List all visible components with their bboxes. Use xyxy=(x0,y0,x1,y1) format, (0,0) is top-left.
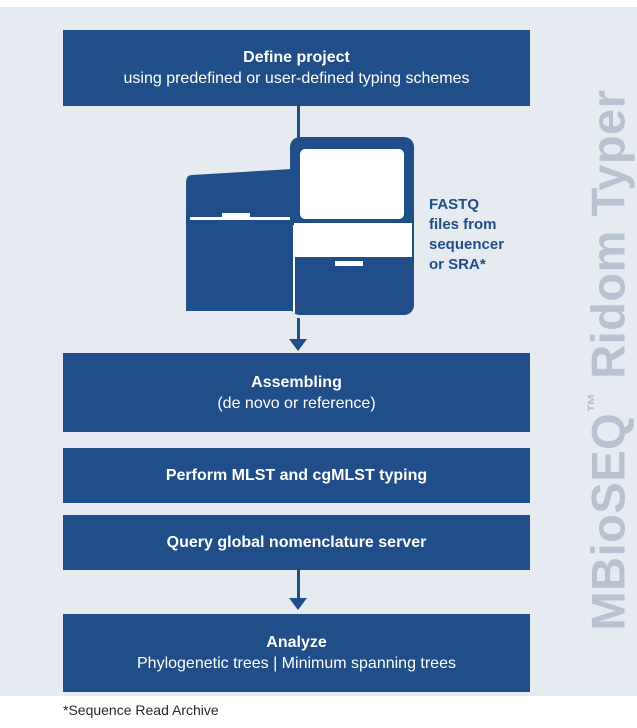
step-subtitle: Phylogenetic trees | Minimum spanning tr… xyxy=(137,655,456,672)
arrow-down-icon xyxy=(289,598,307,610)
connector-line xyxy=(297,570,300,600)
arrow-down-icon xyxy=(289,339,307,351)
step-title: Define project xyxy=(243,49,350,66)
step-title: Query global nomenclature server xyxy=(166,534,427,551)
connector-line xyxy=(297,318,300,340)
brand-title: MBioSEQ™ Ridom Typer xyxy=(581,90,636,631)
brand-product: Ridom Typer xyxy=(581,89,635,379)
step-mlst-typing: Perform MLST and cgMLST typing xyxy=(63,448,530,503)
step-title: Analyze xyxy=(266,634,327,651)
background-panel xyxy=(0,7,637,696)
connector-line xyxy=(297,106,300,140)
step-title: Perform MLST and cgMLST typing xyxy=(165,467,428,484)
step-title: Assembling xyxy=(251,373,342,391)
step-subtitle: (de novo or reference) xyxy=(217,394,376,412)
sequencer-machine-icon xyxy=(186,137,414,315)
step-subtitle: using predefined or user-defined typing … xyxy=(123,70,470,87)
brand-name: MBioSEQ xyxy=(581,412,635,631)
step-assembling: Assembling (de novo or reference) xyxy=(63,353,530,432)
step-analyze: Analyze Phylogenetic trees | Minimum spa… xyxy=(63,614,530,692)
step-query-server: Query global nomenclature server xyxy=(63,515,530,570)
footnote: *Sequence Read Archive xyxy=(63,702,219,718)
step-define-project: Define project using predefined or user-… xyxy=(63,30,530,106)
brand-sidebar: MBioSEQ™ Ridom Typer xyxy=(581,30,636,690)
trademark-symbol: ™ xyxy=(584,392,607,413)
sequencer-label: FASTQ files from sequencer or SRA* xyxy=(429,196,505,273)
